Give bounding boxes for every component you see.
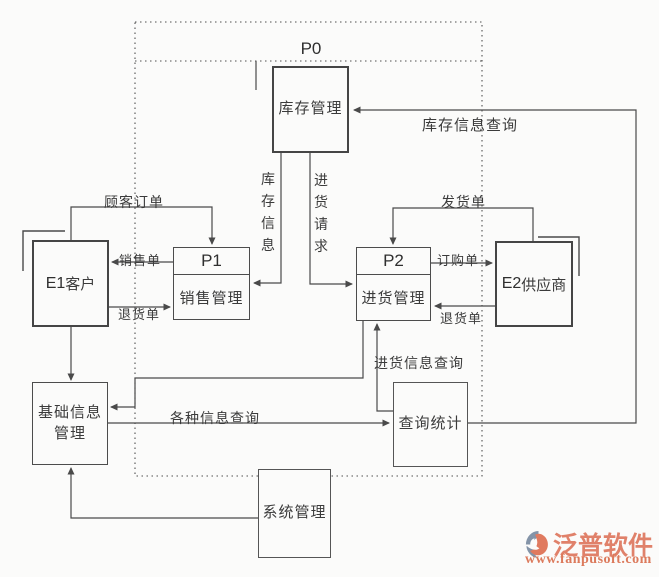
flow-label-purchase-request: 进货请求: [314, 174, 328, 255]
flow-inventory-info-line: [253, 153, 282, 287]
basic-info-label-line2: 管理: [53, 425, 86, 442]
flow-label-inventory-info-query: 库存信息查询: [422, 118, 519, 134]
flow-label-purchase-info-query: 进货信息查询: [374, 357, 464, 372]
flow-label-return-note-right: 退货单: [440, 311, 483, 326]
flow-label-return-note-left: 退货单: [118, 307, 161, 322]
basic-info-label-line1: 基础信息: [37, 404, 102, 421]
e1-id: E1: [45, 274, 66, 292]
e1-shadow-bracket: [22, 230, 65, 271]
flow-inventory-info-query-line: [353, 106, 637, 424]
flow-label-sales-note: 销售单: [119, 253, 162, 268]
node-inventory-management: 库存管理: [272, 66, 349, 153]
p0-boundary-label: P0: [300, 39, 322, 58]
flow-label-various-info-query: 各种信息查询: [170, 412, 260, 427]
watermark-url-text: www.fanpusoft.com: [525, 552, 652, 567]
e1-label: 客户: [65, 277, 96, 293]
node-p2-purchase-management: P2 进货管理: [356, 247, 431, 321]
fanpu-logo-icon: [525, 531, 548, 558]
flow-customer-order-line: [70, 206, 216, 245]
flow-label-purchase-order: 订购单: [437, 253, 480, 268]
flow-delivery-note-line: [389, 207, 534, 245]
flow-label-inventory-info: 库存信息: [261, 173, 275, 254]
p2-id: P2: [357, 248, 430, 275]
query-statistics-label: 查询统计: [398, 416, 463, 432]
flow-p2-to-basic-info-line: [110, 321, 364, 411]
node-basic-info-management: 基础信息 管理: [32, 382, 108, 465]
node-query-statistics: 查询统计: [393, 382, 468, 467]
flow-purchase-info-query-line: [373, 323, 393, 412]
flow-system-to-basic-info-line: [67, 467, 258, 519]
watermark: 泛普软件 www.fanpusoft.com: [524, 526, 659, 571]
system-management-label: 系统管理: [262, 505, 327, 521]
p0-boundary: [134, 21, 483, 477]
inventory-management-label: 库存管理: [278, 101, 343, 117]
flow-label-customer-order: 顾客订单: [104, 196, 164, 211]
e2-label: 供应商: [521, 277, 567, 294]
p1-id: P1: [174, 248, 249, 275]
p2-label: 进货管理: [361, 291, 426, 307]
flow-label-delivery-note: 发货单: [441, 196, 486, 211]
p1-label: 销售管理: [179, 290, 244, 307]
node-p1-sales-management: P1 销售管理: [173, 247, 250, 320]
e2-id: E2: [501, 275, 522, 292]
flow-purchase-request-line: [309, 153, 353, 288]
node-system-management: 系统管理: [258, 469, 331, 558]
e2-shadow-bracket: [538, 236, 580, 276]
watermark-brand-text: 泛普软件: [553, 532, 654, 560]
